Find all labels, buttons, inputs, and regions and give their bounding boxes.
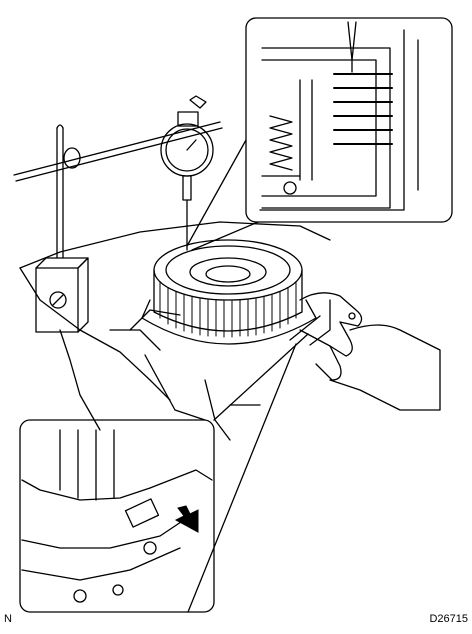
corner-mark-label: N [4,613,12,625]
hand-icon [289,292,441,411]
clutch-pack-inset [186,17,453,251]
measurement-hole-inset [19,333,309,613]
arrow-icon [174,505,199,533]
dial-indicator-icon [160,95,214,251]
transmission-case [19,221,331,441]
figure-code-label: D26715 [429,613,468,625]
clutch-drum-icon [141,239,317,345]
magnetic-base-icon [13,111,223,333]
